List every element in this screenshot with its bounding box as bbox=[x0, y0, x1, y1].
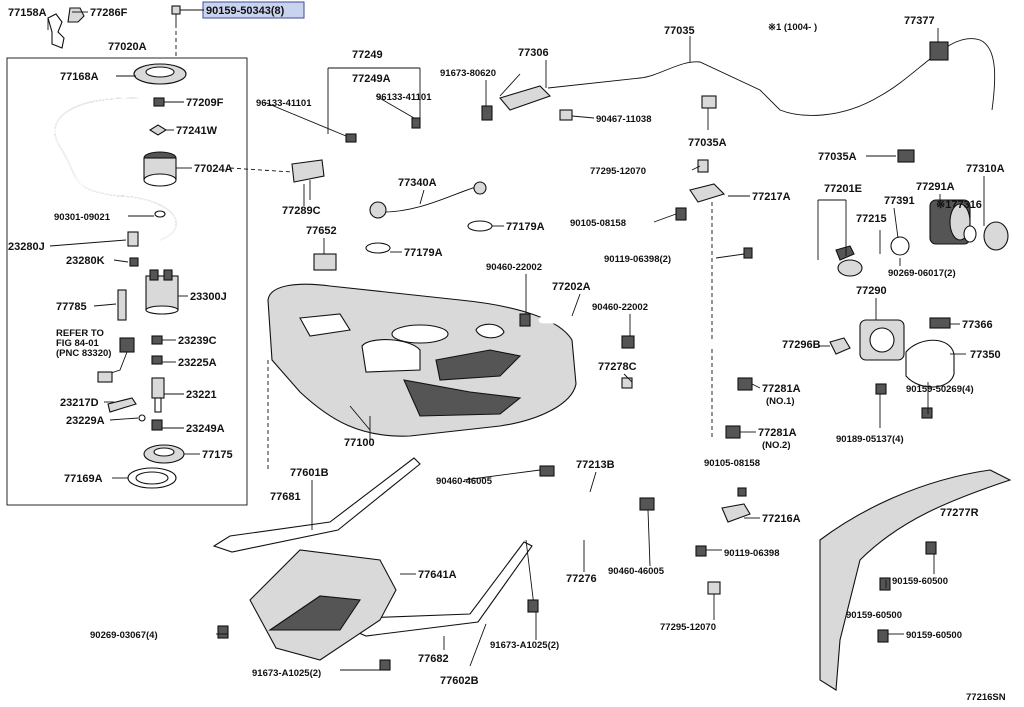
part-label[interactable]: 23280J bbox=[8, 241, 45, 253]
part-label[interactable]: 23300J bbox=[190, 291, 227, 303]
part-label[interactable]: 77277R bbox=[940, 507, 979, 519]
part-label[interactable]: 90105-08158 bbox=[570, 218, 626, 229]
part-label[interactable]: 90460-22002 bbox=[592, 302, 648, 313]
part-label[interactable]: 90189-05137(4) bbox=[836, 434, 904, 445]
pump-assembly-frame bbox=[6, 57, 248, 506]
part-label[interactable]: 77295-12070 bbox=[660, 622, 716, 633]
part-label[interactable]: 77306 bbox=[518, 47, 549, 59]
part-label[interactable]: 90119-06398 bbox=[724, 548, 779, 559]
part-label[interactable]: 23225A bbox=[178, 357, 217, 369]
part-label[interactable]: 77296B bbox=[782, 339, 821, 351]
part-label[interactable]: 90159-60500 bbox=[906, 630, 962, 641]
part-label[interactable]: 77035 bbox=[664, 25, 695, 37]
part-label[interactable]: 77281A bbox=[762, 383, 801, 395]
part-label[interactable]: 77202A bbox=[552, 281, 591, 293]
part-label[interactable]: ※177316 bbox=[936, 199, 982, 211]
part-label[interactable]: 77289C bbox=[282, 205, 321, 217]
part-label[interactable]: 90159-50269(4) bbox=[906, 384, 974, 395]
part-label[interactable]: 77201E bbox=[824, 183, 862, 195]
part-label[interactable]: 77350 bbox=[970, 349, 1001, 361]
part-label[interactable]: 77169A bbox=[64, 473, 103, 485]
part-label[interactable]: 77785 bbox=[56, 301, 87, 313]
part-label[interactable]: 90301-09021 bbox=[54, 212, 111, 223]
part-label[interactable]: 77179A bbox=[404, 247, 443, 259]
part-label[interactable]: 77681 bbox=[270, 491, 301, 503]
part-label[interactable]: 23249A bbox=[186, 423, 225, 435]
part-label[interactable]: 77602B bbox=[440, 675, 479, 687]
clamp-77286f-shape bbox=[67, 7, 85, 23]
part-label[interactable]: 90105-08158 bbox=[704, 458, 760, 469]
part-label[interactable]: 77217A bbox=[752, 191, 791, 203]
part-label[interactable]: 77241W bbox=[176, 125, 218, 137]
part-label[interactable]: 77249A bbox=[352, 73, 391, 85]
part-label[interactable]: 77179A bbox=[506, 221, 545, 233]
part-label[interactable]: 91673-A1025(2) bbox=[252, 668, 321, 679]
part-label[interactable]: 90467-11038 bbox=[596, 114, 651, 125]
refer-line-3: (PNC 83320) bbox=[56, 348, 111, 359]
part-label[interactable]: 77035A bbox=[818, 151, 857, 163]
part-label[interactable]: 77641A bbox=[418, 569, 457, 581]
part-label[interactable]: 77213B bbox=[576, 459, 615, 471]
lock-ring-77175-shape bbox=[143, 444, 185, 464]
part-label[interactable]: 23229A bbox=[66, 415, 105, 427]
note-label: ※1 (1004- ) bbox=[768, 22, 817, 33]
part-label[interactable]: 77100 bbox=[344, 437, 375, 449]
part-label[interactable]: 77209F bbox=[186, 97, 224, 109]
part-label[interactable]: 77168A bbox=[60, 71, 99, 83]
part-label[interactable]: 90269-03067(4) bbox=[90, 630, 158, 641]
part-label[interactable]: 77366 bbox=[962, 319, 993, 331]
part-label[interactable]: 77216A bbox=[762, 513, 801, 525]
part-label[interactable]: 23239C bbox=[178, 335, 217, 347]
fuel-tank-77100-shape bbox=[267, 283, 577, 437]
part-label[interactable]: 90460-46005 bbox=[436, 476, 493, 487]
part-label[interactable]: 77158A bbox=[8, 7, 47, 19]
part-label[interactable]: 77310A bbox=[966, 163, 1005, 175]
part-label[interactable]: 77601B bbox=[290, 467, 329, 479]
part-label[interactable]: 77035A bbox=[688, 137, 727, 149]
part-label[interactable]: 90159-60500 bbox=[892, 576, 948, 587]
part-label[interactable]: 77286F bbox=[90, 7, 128, 19]
part-label[interactable]: 90269-06017(2) bbox=[888, 268, 956, 279]
part-label: (NO.2) bbox=[762, 440, 791, 451]
part-label[interactable]: 77377 bbox=[904, 15, 935, 27]
part-label[interactable]: 77295-12070 bbox=[590, 166, 646, 177]
part-label: (NO.1) bbox=[766, 396, 795, 407]
refer-line-2: FIG 84-01 bbox=[56, 338, 99, 349]
part-label[interactable]: 91673-80620 bbox=[440, 68, 496, 79]
part-label[interactable]: 23221 bbox=[186, 389, 217, 401]
part-label[interactable]: 90159-60500 bbox=[846, 610, 902, 621]
part-label[interactable]: 77276 bbox=[566, 573, 597, 585]
part-label[interactable]: 77249 bbox=[352, 49, 383, 61]
diagram-code: 77216SN bbox=[966, 692, 1006, 703]
part-label[interactable]: 96133-41101 bbox=[256, 98, 312, 109]
part-label[interactable]: 23280K bbox=[66, 255, 105, 267]
part-label[interactable]: 77391 bbox=[884, 195, 915, 207]
part-label[interactable]: 90460-22002 bbox=[486, 262, 542, 273]
part-label[interactable]: 77652 bbox=[306, 225, 337, 237]
part-label[interactable]: 77215 bbox=[856, 213, 887, 225]
fuel-pump-23300j-shape bbox=[145, 269, 179, 315]
part-label[interactable]: 77291A bbox=[916, 181, 955, 193]
part-label[interactable]: 90460-46005 bbox=[608, 566, 665, 577]
part-label[interactable]: 91673-A1025(2) bbox=[490, 640, 559, 651]
part-label[interactable]: 90119-06398(2) bbox=[604, 254, 671, 265]
part-label[interactable]: 77290 bbox=[856, 285, 887, 297]
bracket-77158a-shape bbox=[47, 13, 65, 49]
part-label[interactable]: 77175 bbox=[202, 449, 233, 461]
part-label[interactable]: 77020A bbox=[108, 41, 147, 53]
part-label[interactable]: 77682 bbox=[418, 653, 449, 665]
cap-77168a-shape bbox=[133, 63, 187, 85]
bolt-90159-shape bbox=[171, 5, 181, 24]
part-label[interactable]: 77340A bbox=[398, 177, 437, 189]
sender-77024a-shape bbox=[143, 151, 177, 187]
part-label[interactable]: 77278C bbox=[598, 361, 637, 373]
part-label[interactable]: 96133-41101 bbox=[376, 92, 432, 103]
part-label[interactable]: 77024A bbox=[194, 163, 233, 175]
part-label[interactable]: 77281A bbox=[758, 427, 797, 439]
part-label[interactable]: 23217D bbox=[60, 397, 99, 409]
refer-line-1: REFER TO bbox=[56, 328, 104, 339]
part-label-highlighted[interactable]: 90159-50343(8) bbox=[206, 5, 285, 17]
